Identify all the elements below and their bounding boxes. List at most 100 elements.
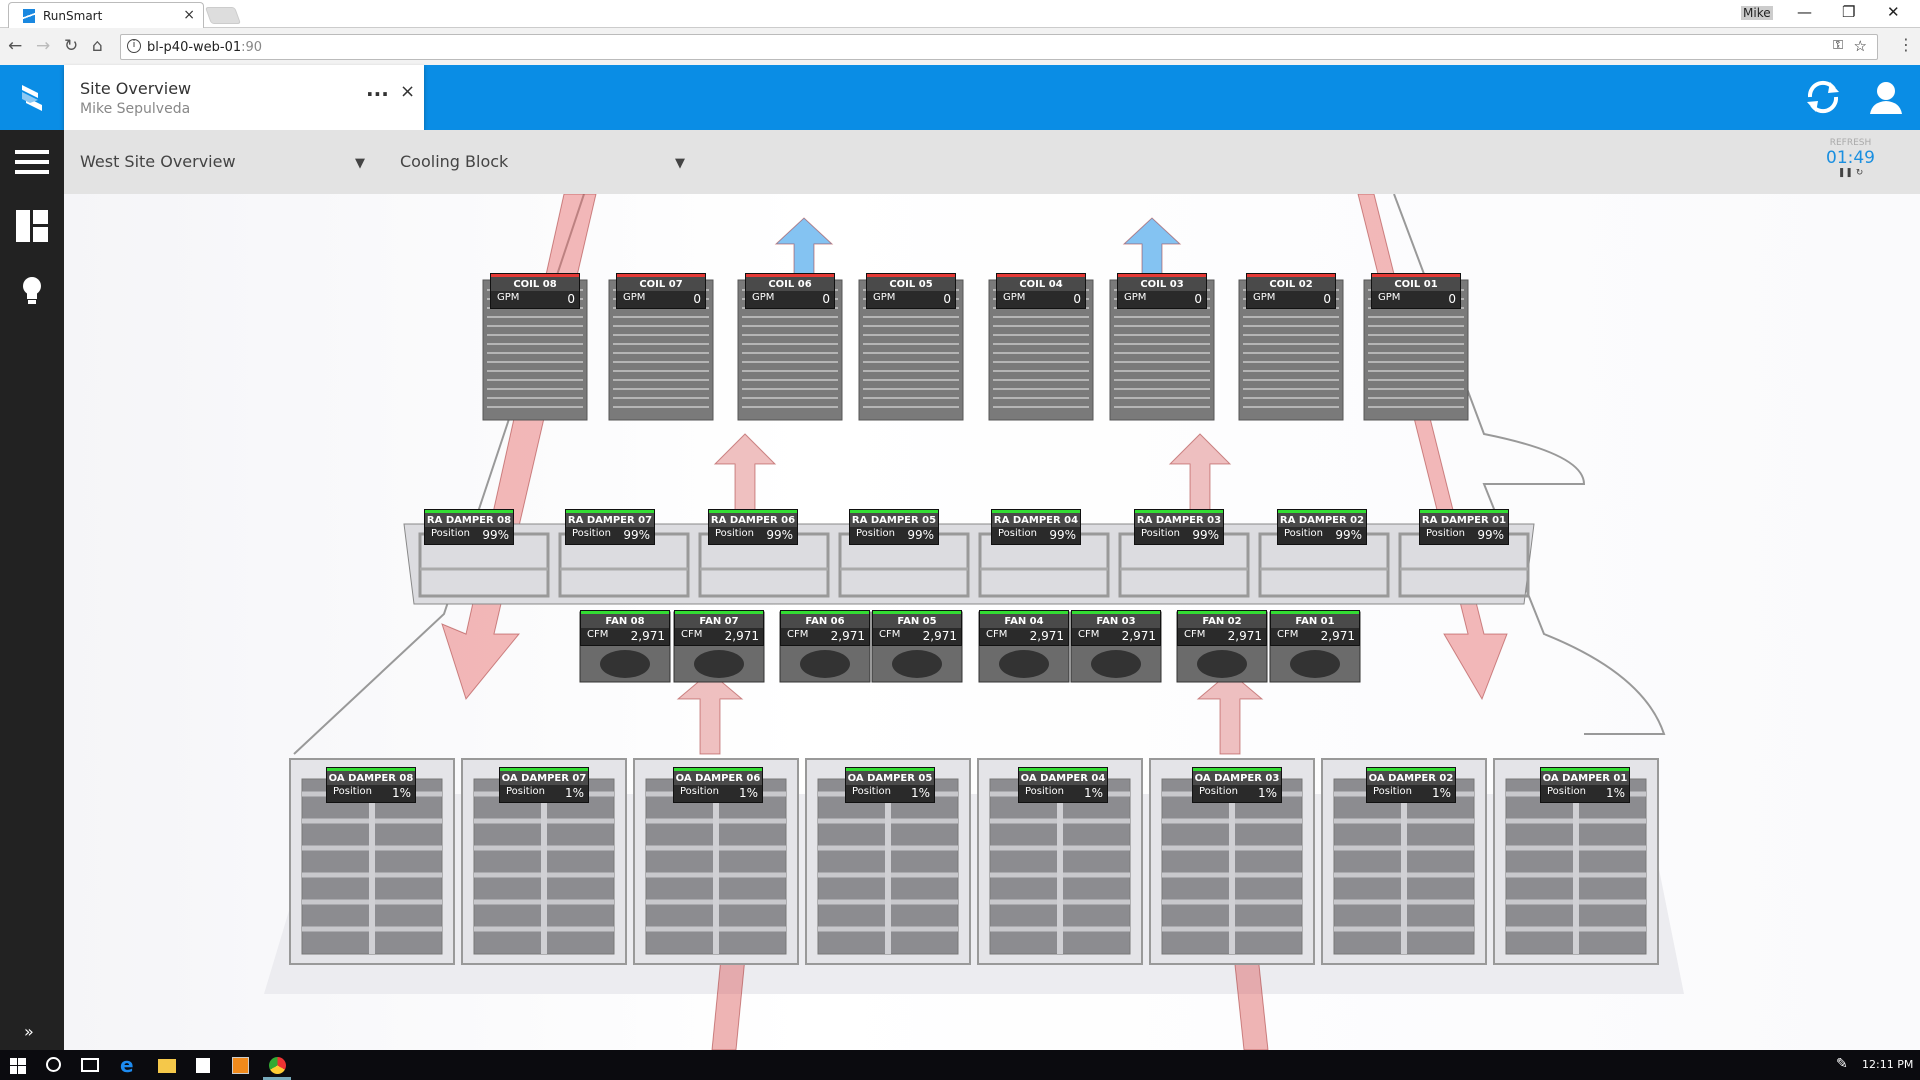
bookmark-star-icon[interactable]: ☆ (1853, 37, 1867, 55)
widget-title: OA DAMPER 01 (1541, 771, 1629, 785)
widget-title: COIL 02 (1247, 277, 1335, 291)
reload-icon[interactable]: ↻ (64, 36, 79, 56)
chrome-icon[interactable] (269, 1057, 286, 1074)
widget-metric-value: 1% (738, 786, 758, 800)
task-view-icon[interactable] (81, 1058, 99, 1072)
home-icon[interactable]: ⌂ (92, 36, 103, 56)
widget-metric-label: GPM (1378, 292, 1401, 303)
pause-icon[interactable]: ❚❚ (1837, 168, 1853, 178)
browser-profile-name[interactable]: Mike (1741, 6, 1773, 20)
windows-start-icon[interactable] (10, 1058, 26, 1078)
status-bar (1271, 611, 1359, 614)
windows-taskbar: e ✎ 12:11 PM (0, 1050, 1920, 1080)
view-tab[interactable]: Site Overview Mike Sepulveda ... × (64, 65, 424, 130)
widget-title: FAN 01 (1271, 614, 1359, 628)
widget-metric-value: 0 (943, 292, 951, 306)
lightbulb-icon[interactable] (21, 276, 43, 310)
minimize-icon[interactable]: — (1797, 3, 1812, 21)
widget-metric-label: GPM (1124, 292, 1147, 303)
widget-metric-value: 99% (1049, 528, 1076, 542)
search-cortana-icon[interactable] (46, 1057, 61, 1072)
edge-icon[interactable]: e (120, 1053, 134, 1077)
widget-metric-label: Position (431, 528, 470, 539)
widget-metric-value: 99% (1335, 528, 1362, 542)
widget-metric-label: Position (715, 528, 754, 539)
user-profile-icon[interactable] (1868, 80, 1904, 118)
clock[interactable]: 12:11 PM (1862, 1058, 1914, 1071)
close-view-button[interactable]: × (400, 81, 416, 102)
widget-metric-label: Position (680, 786, 719, 797)
browser-tab[interactable]: RunSmart × (8, 2, 204, 29)
widget-metric-label: Position (1199, 786, 1238, 797)
widget-title: OA DAMPER 02 (1367, 771, 1455, 785)
status-bar (1072, 611, 1160, 614)
widget-metric-value: 2,971 (1121, 629, 1156, 643)
block-dropdown-chevron-icon[interactable]: ▼ (675, 156, 685, 171)
widget-metric-label: Position (1284, 528, 1323, 539)
refresh-now-icon[interactable]: ↻ (1855, 168, 1864, 178)
expand-sidebar-icon[interactable]: » (24, 1022, 34, 1041)
restore-icon[interactable]: ❐ (1842, 3, 1856, 21)
forward-icon[interactable]: → (36, 36, 51, 56)
widget-title: COIL 07 (617, 277, 705, 291)
mixed-air-arrow (1196, 671, 1264, 755)
more-options-button[interactable]: ... (366, 77, 389, 101)
widget-metric-label: GPM (1003, 292, 1026, 303)
new-tab-button[interactable] (204, 7, 242, 24)
url-bar[interactable]: i bl-p40-web-01:90 ⚿ ☆ (120, 34, 1878, 60)
block-dropdown[interactable]: Cooling Block (400, 152, 509, 171)
media-player-icon[interactable] (232, 1057, 249, 1074)
sidebar: » (0, 130, 64, 1050)
file-explorer-icon[interactable] (158, 1059, 176, 1073)
hamburger-menu-icon[interactable] (15, 150, 49, 178)
dashboard-icon[interactable] (16, 210, 48, 246)
back-icon[interactable]: ← (8, 36, 23, 56)
key-icon[interactable]: ⚿ (1833, 38, 1843, 53)
site-dropdown[interactable]: West Site Overview (80, 152, 236, 171)
status-bar (1193, 768, 1281, 771)
pen-icon[interactable]: ✎ (1836, 1056, 1848, 1072)
browser-menu-icon[interactable]: ⋮ (1898, 35, 1914, 54)
info-icon[interactable]: i (127, 39, 141, 53)
store-icon[interactable] (196, 1058, 210, 1073)
window-close-icon[interactable]: ✕ (1887, 3, 1900, 21)
widget-title: RA DAMPER 08 (425, 513, 513, 527)
site-dropdown-chevron-icon[interactable]: ▼ (355, 156, 365, 171)
runsmart-logo[interactable] (0, 65, 64, 130)
close-tab-icon[interactable]: × (183, 7, 195, 23)
browser-tab-strip (0, 0, 1920, 28)
refresh-icon[interactable] (1804, 78, 1842, 120)
